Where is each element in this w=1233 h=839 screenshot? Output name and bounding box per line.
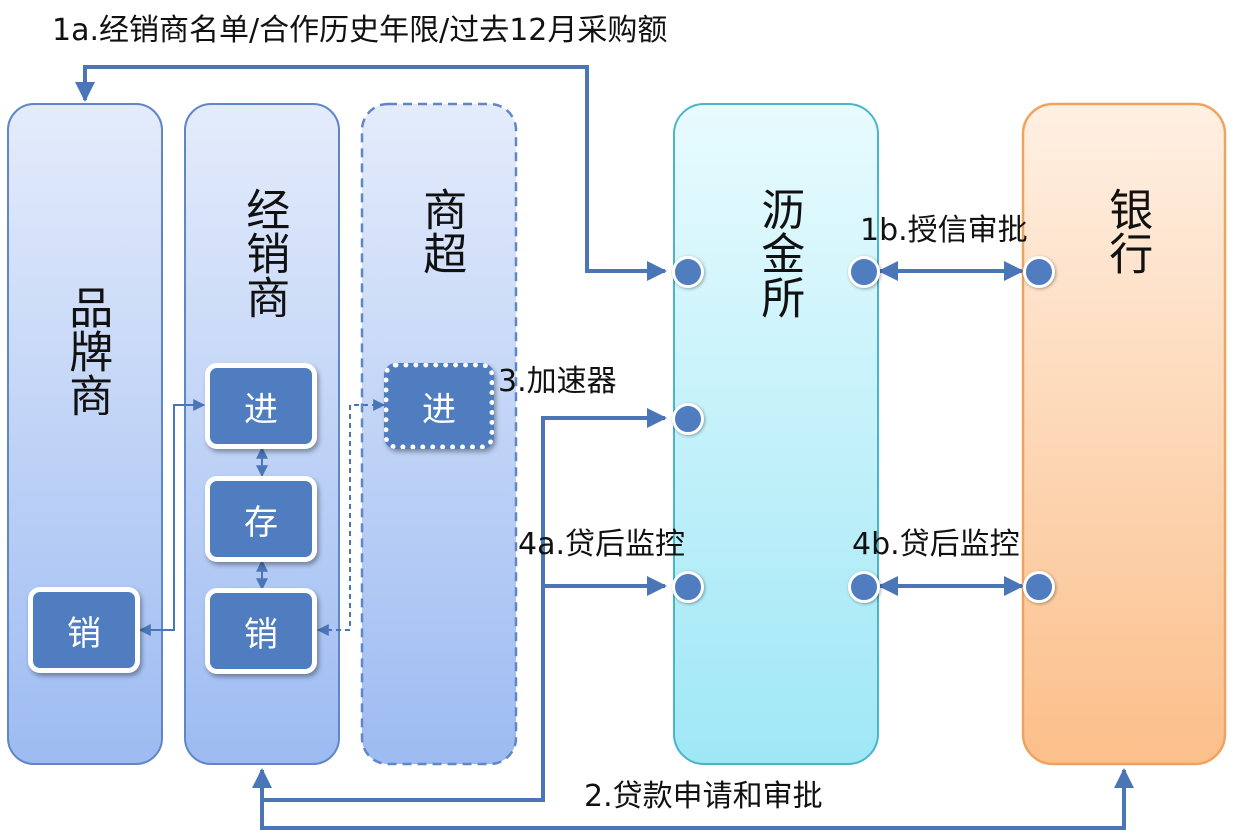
bank-dot-4b bbox=[1023, 571, 1055, 603]
exchange-dot-1b bbox=[848, 256, 880, 288]
dealer-stock-node: 存 bbox=[205, 476, 317, 562]
label-step-1b: 1b.授信审批 bbox=[860, 213, 1028, 248]
brand-title: 品牌商 bbox=[61, 285, 113, 417]
label-step-3: 3.加速器 bbox=[498, 364, 617, 399]
arrow-dealer-to-retailer bbox=[316, 399, 386, 636]
label-step-1a: 1a.经销商名单/合作历史年限/过去12月采购额 bbox=[52, 13, 668, 48]
arrow-1a bbox=[75, 65, 667, 281]
bank-column bbox=[1021, 102, 1227, 766]
dealer-in-node: 进 bbox=[205, 363, 317, 449]
bank-dot-1b bbox=[1023, 256, 1055, 288]
arrow-2-branch bbox=[262, 586, 545, 802]
exchange-dot-3 bbox=[672, 403, 704, 435]
dealer-sell-node: 销 bbox=[205, 588, 317, 674]
brand-sell-node: 销 bbox=[28, 587, 140, 673]
exchange-dot-4b bbox=[848, 571, 880, 603]
arrow-3 bbox=[541, 408, 667, 586]
exchange-dot-4a bbox=[672, 571, 704, 603]
label-step-4a: 4a.贷后监控 bbox=[518, 527, 686, 562]
dealer-title: 经销商 bbox=[238, 187, 290, 319]
label-step-2: 2.贷款申请和审批 bbox=[584, 779, 823, 814]
exchange-dot-1a bbox=[672, 256, 704, 288]
exchange-column bbox=[673, 103, 879, 765]
label-step-4b: 4b.贷后监控 bbox=[852, 527, 1020, 562]
retailer-in-node: 进 bbox=[384, 363, 494, 449]
bank-title: 银行 bbox=[1101, 187, 1153, 275]
retailer-title: 商超 bbox=[415, 187, 467, 275]
arrow-brand-to-dealer bbox=[138, 399, 206, 636]
exchange-title: 沥金所 bbox=[753, 187, 805, 319]
